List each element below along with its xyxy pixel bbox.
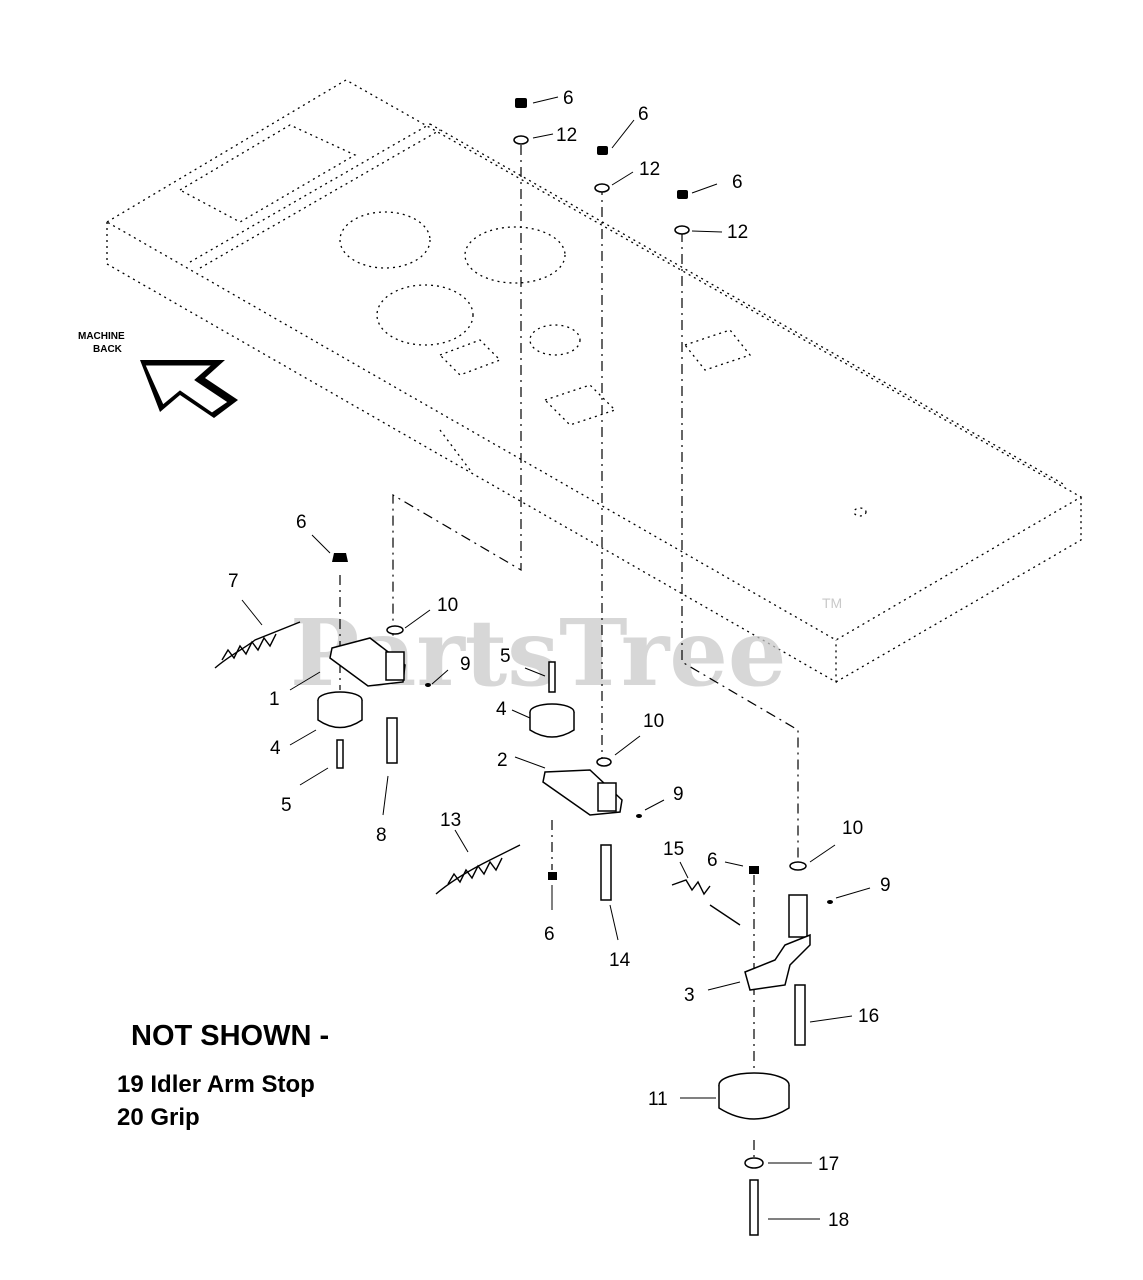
callout-label: 10	[643, 711, 664, 732]
not-shown-item: 20 Grip	[117, 1104, 200, 1131]
callout-label: 18	[828, 1210, 849, 1231]
not-shown-item: 19 Idler Arm Stop	[117, 1071, 315, 1098]
callout-label: 8	[376, 825, 387, 846]
callout-label: 7	[228, 571, 239, 592]
callout-label: 12	[727, 222, 748, 243]
callout-label: 10	[842, 818, 863, 839]
machine-back-arrow: MACHINE BACK	[78, 331, 238, 418]
callout-label: 15	[663, 839, 684, 860]
callout-label: 12	[556, 125, 577, 146]
callout-label: 3	[684, 985, 695, 1006]
callout-label: 13	[440, 810, 461, 831]
callout-label: 12	[639, 159, 660, 180]
callout-label: 6	[563, 88, 574, 109]
machine-back-label-2: BACK	[93, 344, 123, 355]
callout-label: 10	[437, 595, 458, 616]
not-shown-title: NOT SHOWN -	[131, 1020, 330, 1052]
callout-label: 9	[880, 875, 891, 896]
callout-label: 9	[460, 654, 471, 675]
callout-label: 6	[544, 924, 555, 945]
callout-label: 5	[500, 646, 511, 667]
right-idler-assembly	[671, 861, 833, 1236]
callout-leaders	[241, 96, 871, 1220]
callout-label: 9	[673, 784, 684, 805]
callout-label: 17	[818, 1154, 839, 1175]
callout-label: 6	[638, 104, 649, 125]
callout-numbers: 6 12 6 12 6 12 6 7 10 9 1 4 5 8 5 4 10 2…	[228, 88, 891, 1231]
watermark-trademark: TM	[822, 595, 842, 611]
callout-label: 11	[648, 1089, 668, 1110]
callout-label: 16	[858, 1006, 879, 1027]
callout-label: 6	[296, 512, 307, 533]
machine-back-label-1: MACHINE	[78, 331, 125, 342]
callout-label: 6	[707, 850, 718, 871]
middle-idler-assembly	[435, 661, 642, 901]
left-idler-assembly	[214, 553, 431, 769]
callout-label: 4	[270, 738, 281, 759]
callout-label: 2	[497, 750, 508, 771]
callout-label: 1	[269, 689, 280, 710]
callout-label: 6	[732, 172, 743, 193]
callout-label: 14	[609, 950, 631, 971]
not-shown-list: 19 Idler Arm Stop 20 Grip	[117, 1068, 315, 1134]
deck-frame	[105, 79, 1083, 684]
callout-label: 4	[496, 699, 507, 720]
callout-label: 5	[281, 795, 292, 816]
top-hardware	[513, 98, 690, 235]
